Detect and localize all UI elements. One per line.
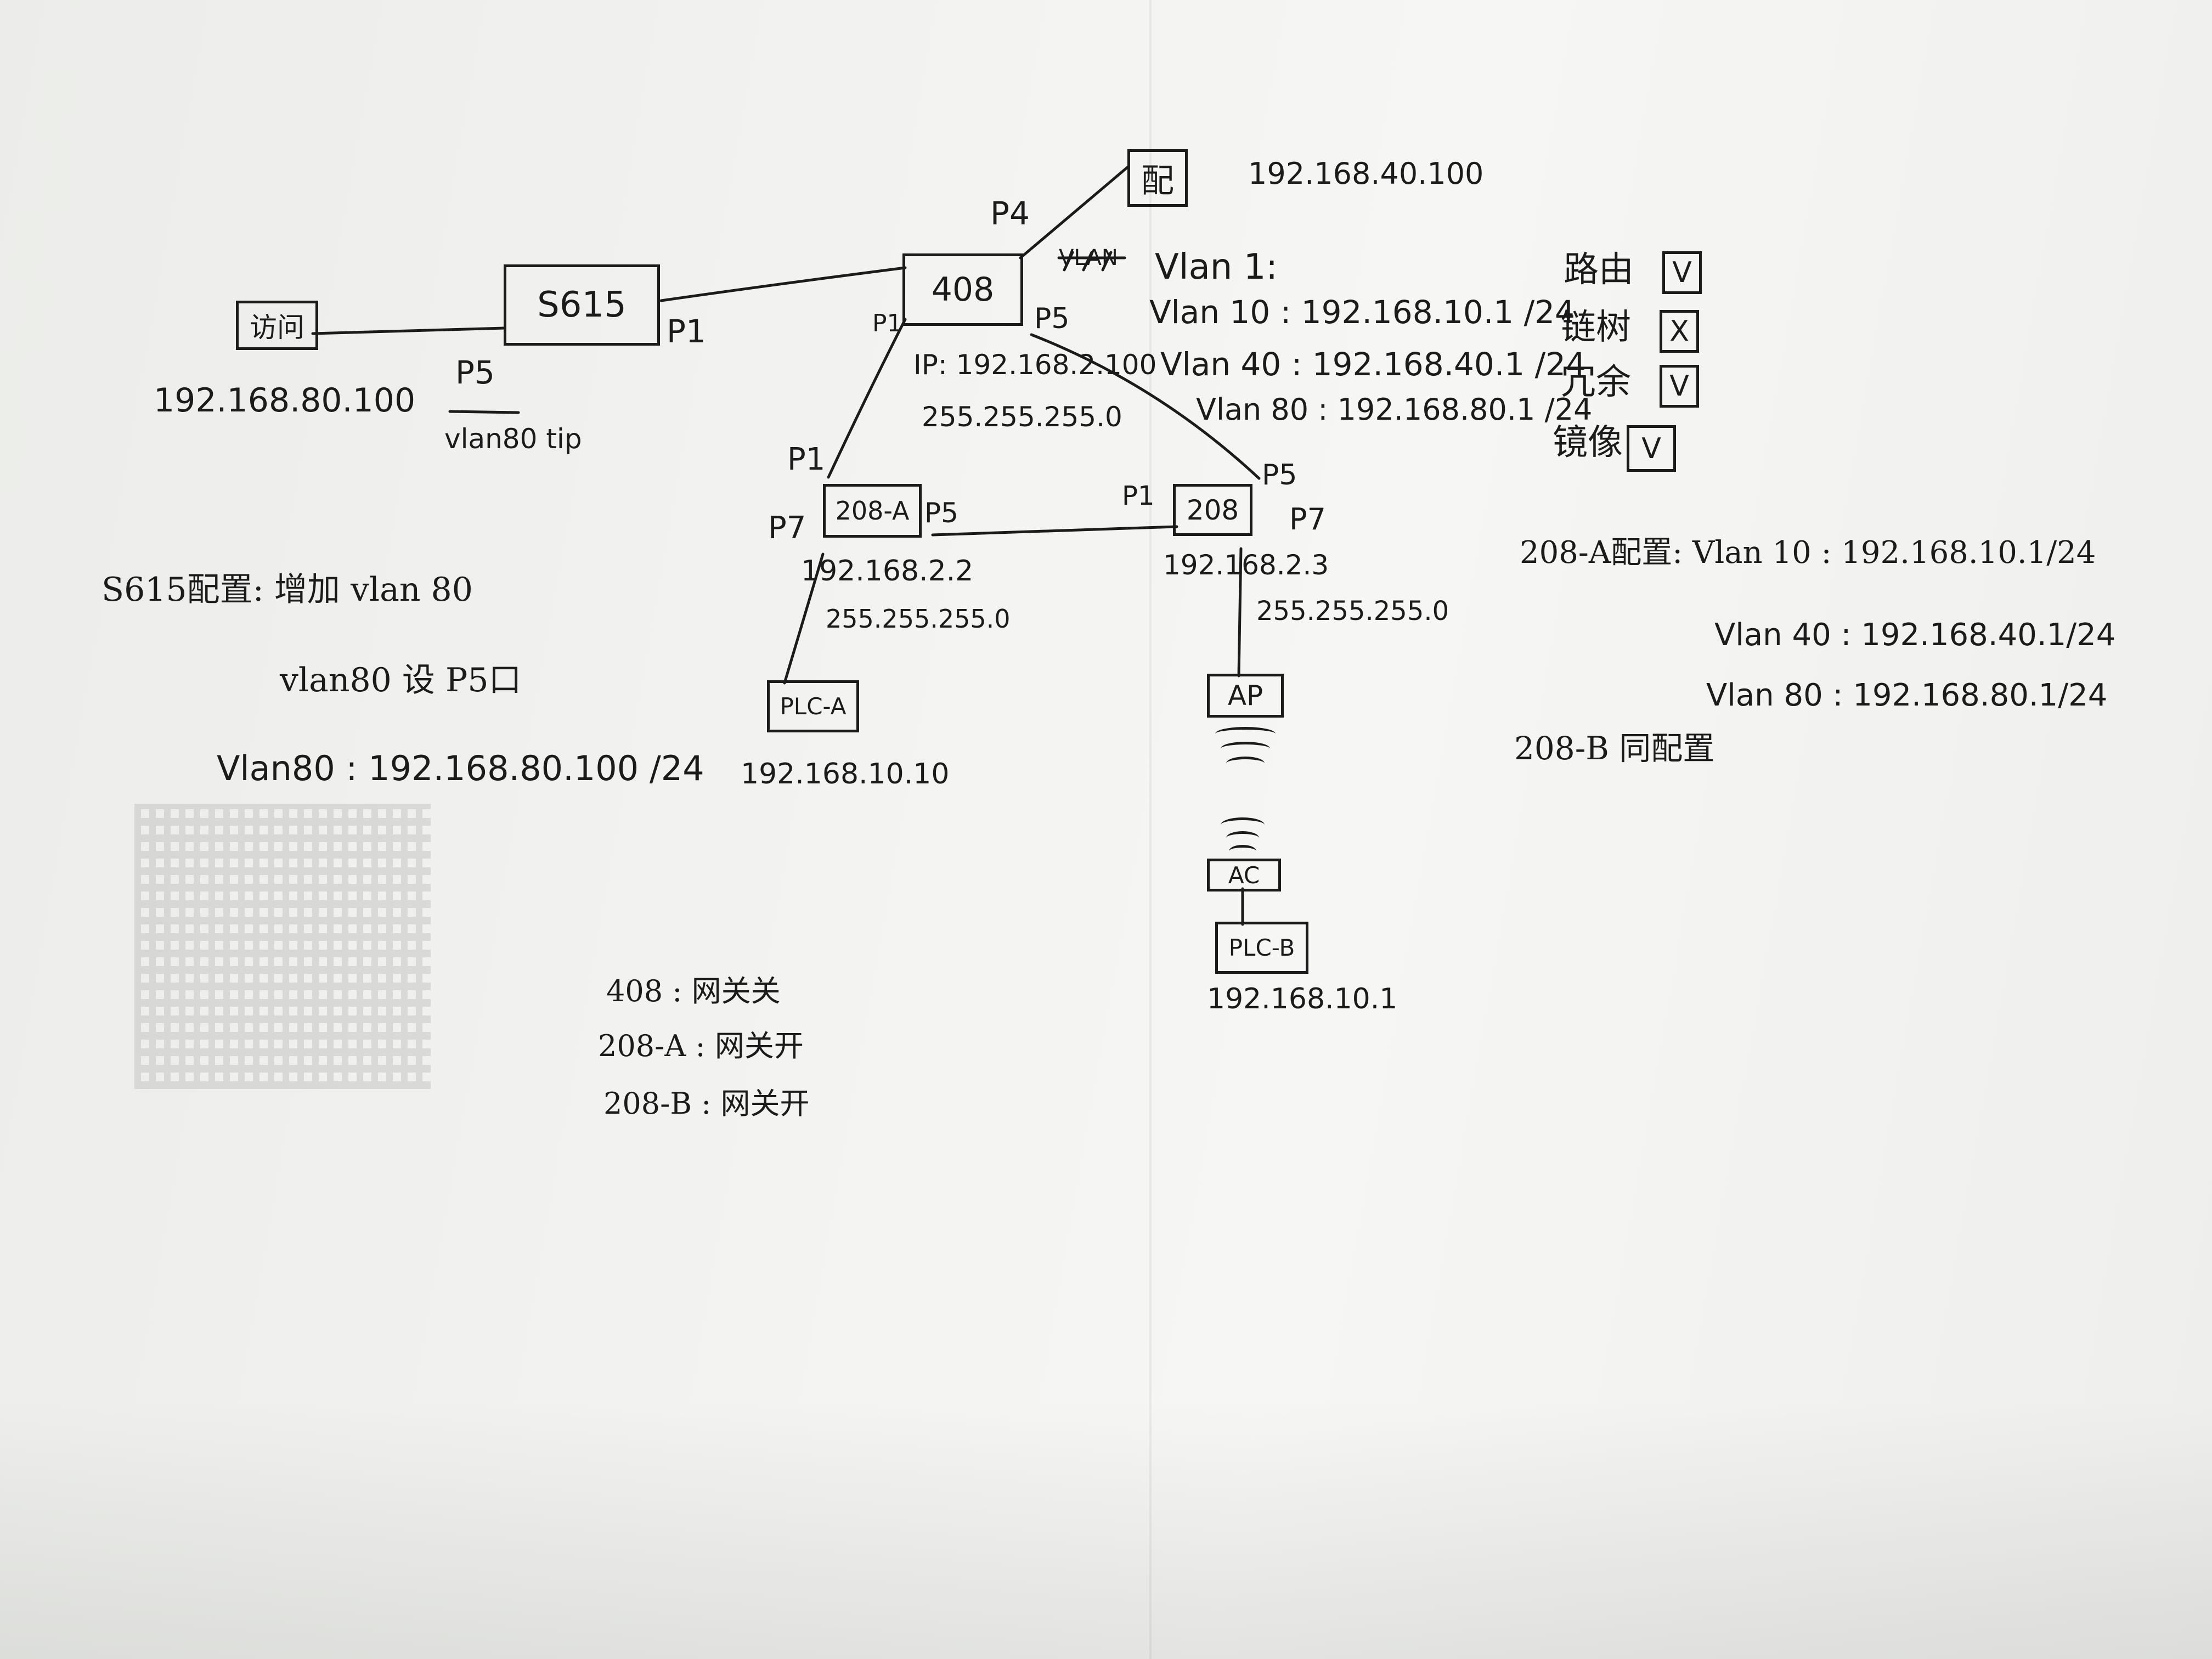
gateway-note: 208-A : 网关开 — [598, 1029, 804, 1063]
device-ac: AC — [1207, 859, 1281, 891]
sw408-ip: IP: 192.168.2.100 — [913, 349, 1157, 381]
check-mark: V — [1669, 370, 1689, 403]
device-ap: AP — [1207, 674, 1284, 718]
check-box: V — [1662, 251, 1702, 294]
link-208-ap — [1237, 547, 1243, 678]
check-mark: X — [1669, 315, 1689, 348]
sw208a-mask: 255.255.255.0 — [826, 604, 1011, 634]
s615-config-title: S615配置: 增加 vlan 80 — [101, 571, 473, 609]
device-208a-label: 208-A — [835, 496, 910, 526]
s615-config-line: Vlan80 : 192.168.80.100 /24 — [217, 748, 704, 788]
port-label: P1 — [872, 309, 902, 337]
config-208a-title: 208-A配置: Vlan 10 : 192.168.10.1/24 — [1520, 535, 2096, 571]
pei-ip: 192.168.40.100 — [1248, 156, 1484, 191]
wireless-wave-icon — [1221, 817, 1265, 832]
check-label: 冗余 — [1561, 362, 1631, 403]
port-label: P1 — [1122, 481, 1155, 511]
vlan-line: Vlan 40 : 192.168.40.1 /24 — [1160, 346, 1586, 383]
link-fangwen-s615 — [311, 326, 506, 335]
qr-code-bleed-through — [134, 804, 431, 1089]
port-label: P7 — [768, 510, 806, 546]
sw408-mask: 255.255.255.0 — [922, 401, 1122, 433]
wireless-wave-icon — [1226, 757, 1265, 770]
link-208a-208 — [931, 525, 1178, 537]
link-408-pei — [1019, 166, 1129, 259]
link-s615-408 — [659, 266, 907, 302]
device-plca-label: PLC-A — [780, 693, 847, 720]
device-208: 208 — [1173, 484, 1252, 536]
plcb-ip: 192.168.10.1 — [1207, 983, 1398, 1015]
sw208-mask: 255.255.255.0 — [1256, 596, 1449, 627]
port-label: P1 — [787, 442, 826, 477]
crossed-out-label: VLAN — [1059, 245, 1118, 270]
device-fangwen: 访问 — [236, 301, 318, 350]
device-ap-label: AP — [1227, 680, 1263, 712]
device-s615: S615 — [504, 264, 660, 346]
device-208-label: 208 — [1186, 494, 1239, 526]
device-plcb: PLC-B — [1215, 922, 1308, 974]
port-label: P1 — [667, 313, 706, 350]
strike-vlan-2 — [1063, 251, 1113, 272]
device-pei-label: 配 — [1141, 162, 1174, 200]
device-ac-label: AC — [1228, 861, 1260, 889]
wireless-wave-icon — [1226, 831, 1259, 845]
check-box: V — [1627, 425, 1676, 472]
wireless-wave-icon — [1221, 742, 1270, 755]
sw208-ip: 192.168.2.3 — [1163, 549, 1329, 581]
device-s615-label: S615 — [537, 285, 627, 325]
plca-ip: 192.168.10.10 — [741, 758, 950, 791]
port-label: P5 — [1262, 459, 1297, 492]
fangwen-ip: 192.168.80.100 — [154, 381, 416, 420]
device-208a: 208-A — [823, 484, 922, 538]
link-408-208 — [1030, 333, 1261, 480]
device-408-label: 408 — [931, 270, 995, 309]
lower-shadow — [0, 1399, 2212, 1659]
check-label: 镜像 — [1553, 422, 1623, 463]
gateway-note: 408 : 网关关 — [606, 974, 781, 1008]
port-label: P4 — [990, 195, 1030, 232]
vlan-line: Vlan 80 : 192.168.80.1 /24 — [1196, 392, 1593, 427]
check-label: 路由 — [1564, 250, 1634, 290]
check-mark: V — [1641, 432, 1661, 465]
wireless-wave-icon — [1215, 727, 1276, 741]
vlan-header: Vlan 1: — [1155, 247, 1278, 287]
port-label: P5 — [455, 354, 495, 391]
device-fangwen-label: 访问 — [250, 312, 304, 343]
check-box: V — [1660, 365, 1699, 408]
wireless-wave-icon — [1229, 845, 1256, 857]
vlan-line: Vlan 10 : 192.168.10.1 /24 — [1149, 294, 1575, 331]
config-208a-line: Vlan 80 : 192.168.80.1/24 — [1706, 678, 2108, 713]
arrow-p5 — [448, 410, 520, 414]
port-label: P5 — [924, 497, 958, 529]
port-label: P7 — [1289, 502, 1326, 537]
s615-config-line: vlan80 设 P5口 — [280, 661, 522, 699]
device-plca: PLC-A — [767, 680, 859, 732]
link-408-208a — [827, 318, 907, 479]
gateway-note: 208-B : 网关开 — [603, 1086, 810, 1121]
link-208a-plca — [783, 552, 825, 685]
device-pei: 配 — [1127, 149, 1188, 207]
config-208a-line: Vlan 40 : 192.168.40.1/24 — [1714, 617, 2116, 653]
check-mark: V — [1672, 256, 1692, 289]
device-plcb-label: PLC-B — [1228, 934, 1295, 961]
paper-fold — [1149, 0, 1152, 1659]
vlan-tag-label: vlan80 tip — [444, 423, 582, 455]
config-208b-line: 208-B 同配置 — [1514, 730, 1715, 767]
check-box: X — [1660, 310, 1699, 353]
device-408: 408 — [902, 253, 1023, 326]
check-label: 链树 — [1561, 307, 1631, 348]
port-label: P5 — [1034, 302, 1070, 335]
sw208a-ip: 192.168.2.2 — [801, 555, 974, 588]
